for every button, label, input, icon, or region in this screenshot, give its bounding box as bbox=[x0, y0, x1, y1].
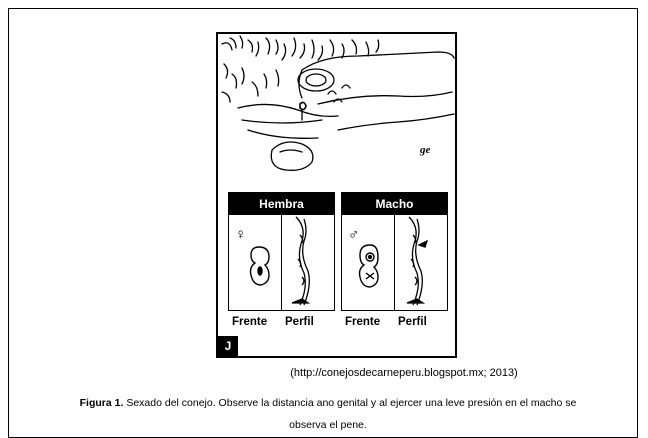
artist-signature: ge bbox=[420, 144, 430, 156]
figure-illustration: ge Hembra ♀ Macho bbox=[216, 32, 457, 358]
male-profile-drawing bbox=[395, 215, 449, 310]
caption-text: Sexado del conejo. Observe la distancia … bbox=[123, 397, 576, 409]
female-profile-label: Perfil bbox=[285, 316, 314, 328]
female-panel-title: Hembra bbox=[229, 193, 334, 215]
female-front-label: Frente bbox=[232, 316, 267, 328]
figure-source: (http://conejosdecarneperu.blogspot.mx; … bbox=[0, 367, 648, 379]
male-front-drawing bbox=[342, 215, 392, 305]
hand-rabbit-drawing bbox=[218, 34, 455, 184]
male-panel-title: Macho bbox=[342, 193, 447, 215]
male-front-label: Frente bbox=[345, 316, 380, 328]
male-panel: Macho ♂ bbox=[341, 192, 448, 311]
female-front-drawing bbox=[229, 215, 279, 305]
figure-caption: Figura 1. Sexado del conejo. Observe la … bbox=[18, 392, 638, 436]
female-panel: Hembra ♀ bbox=[228, 192, 335, 311]
caption-label: Figura 1. bbox=[80, 397, 124, 409]
female-profile-drawing bbox=[282, 215, 336, 310]
male-profile-label: Perfil bbox=[398, 316, 427, 328]
figure-corner-letter: J bbox=[218, 336, 238, 356]
caption-text-line2: observa el pene. bbox=[289, 419, 367, 431]
